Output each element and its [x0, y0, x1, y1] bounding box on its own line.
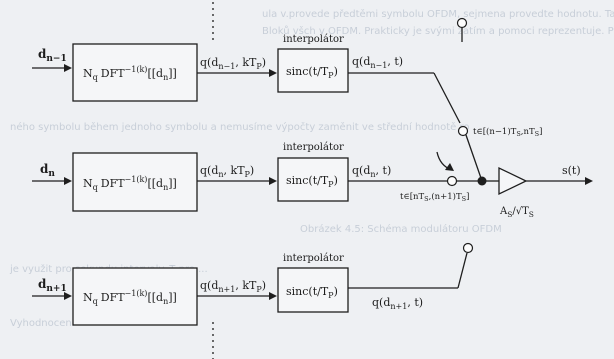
interpolator-block — [277, 48, 349, 93]
arrow-head — [64, 64, 72, 72]
idft-block — [72, 152, 198, 212]
input-label: dn−1 — [38, 47, 67, 64]
switch-pivot — [477, 176, 487, 186]
bleed-line-4: Obrázek 4.5: Schéma modulátoru OFDM — [300, 223, 502, 235]
bleed-line-6: Vyhodnocení — [10, 317, 76, 329]
interpolator-title: interpolátor — [283, 142, 344, 153]
bleed-line-2: Bloků všch v OFDM. Prakticky je svými za… — [262, 25, 614, 37]
out-signal: q(dn−1, t) — [352, 55, 403, 70]
switch-contact-top — [456, 17, 468, 29]
out-signal: q(dn, t) — [352, 164, 391, 179]
out-signal: q(dn+1, t) — [372, 296, 423, 311]
mid-signal: q(dn, kTP) — [200, 164, 254, 179]
background-bleed: ula v.provede předtěmi symbolu OFDM, sej… — [9, 8, 614, 329]
interpolator-title: interpolátor — [283, 34, 344, 45]
output-arrow-head — [585, 177, 593, 185]
interpolator-label: sinc(t/TP) — [286, 285, 338, 300]
input-label: dn — [40, 162, 55, 179]
mid-signal: q(dn+1, kTP) — [200, 279, 266, 294]
arrow-head — [269, 69, 277, 77]
interpolator-label: sinc(t/TP) — [286, 65, 338, 80]
bleed-line-1: ula v.provede předtěmi symbolu OFDM, sej… — [262, 8, 614, 20]
out-slant — [457, 252, 468, 289]
out-slant — [433, 72, 461, 124]
arrow-head — [269, 177, 277, 185]
switch-contact — [462, 242, 474, 254]
switch-arm — [465, 134, 483, 182]
idft-block — [72, 267, 198, 326]
switch-time-label: t∈[(n−1)TS,nTS] — [473, 126, 542, 138]
arrow-head — [64, 292, 72, 300]
commutator-switch — [436, 134, 487, 186]
interpolator-title: interpolátor — [283, 253, 344, 264]
arrow-head — [269, 292, 277, 300]
switch-time-label: t∈[nTS,(n+1)TS] — [400, 191, 469, 203]
switch-contact — [457, 125, 469, 137]
interpolator-label: sinc(t/TP) — [286, 174, 338, 189]
switch-contact — [446, 175, 458, 187]
bleed-line-3: ného symbolu během jednoho symbolu a nem… — [10, 121, 470, 133]
arrow-head — [64, 177, 72, 185]
mid-signal: q(dn−1, kTP) — [200, 56, 266, 71]
amplifier-triangle — [498, 166, 528, 196]
input-label: dn+1 — [38, 277, 67, 294]
output-label: s(t) — [562, 164, 581, 177]
interpolator-block — [277, 267, 349, 313]
amplifier: AS/√TS — [486, 166, 534, 219]
interpolator-block — [277, 157, 349, 202]
amplifier-gain: AS/√TS — [499, 206, 534, 219]
rotation-arrow-head — [445, 163, 454, 171]
